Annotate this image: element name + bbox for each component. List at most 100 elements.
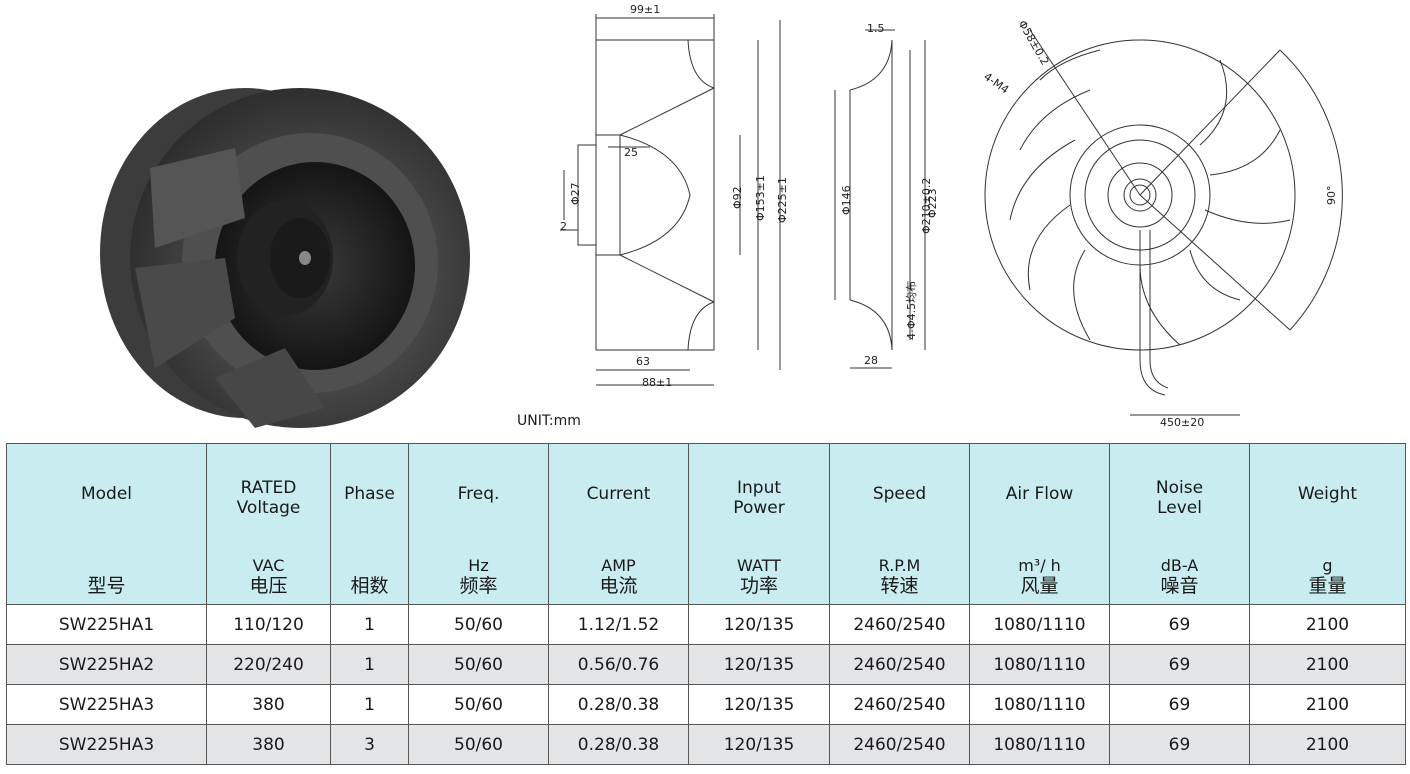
ring-holes: 4-Φ4.5均布 <box>905 281 918 340</box>
header-title-line: Level <box>1157 498 1202 518</box>
header-title: Weight <box>1250 484 1405 504</box>
table-cell: 380 <box>206 724 331 765</box>
header-cn: 重量 <box>1308 575 1347 597</box>
dim-hub-dia: Φ27 <box>569 182 582 205</box>
table-cell: 2100 <box>1249 644 1406 685</box>
table-cell: 3 <box>330 724 409 765</box>
table-cell: 69 <box>1109 684 1250 725</box>
header-title-line: Speed <box>872 484 927 504</box>
table-cell: 120/135 <box>688 684 830 725</box>
table-cell: 1.12/1.52 <box>548 604 689 645</box>
table-cell: 120/135 <box>688 644 830 685</box>
front-pcd: Φ58±0.2 <box>1016 18 1052 67</box>
table-cell: 50/60 <box>408 724 549 765</box>
table-cell: 1 <box>330 604 409 645</box>
table-cell: 1080/1110 <box>969 604 1110 645</box>
header-title-line: Current <box>586 484 651 504</box>
header-unit: AMP <box>601 556 636 575</box>
table-cell: 1080/1110 <box>969 684 1110 725</box>
ring-inner-dia: Φ146 <box>840 185 853 215</box>
table-cell: 1 <box>330 644 409 685</box>
table-cell: SW225HA2 <box>6 644 207 685</box>
header-title-line: Noise <box>1155 478 1204 498</box>
dim-depth-inner: 63 <box>636 355 650 368</box>
header-title-line: Air Flow <box>1005 484 1074 504</box>
table-cell: 1080/1110 <box>969 644 1110 685</box>
table-cell: 50/60 <box>408 644 549 685</box>
ring-lip: 1.5 <box>867 22 885 35</box>
table-cell: 120/135 <box>688 724 830 765</box>
table-cell: 1080/1110 <box>969 724 1110 765</box>
table-cell: 1 <box>330 684 409 725</box>
header-title-line: Weight <box>1297 484 1358 504</box>
table-cell: SW225HA3 <box>6 684 207 725</box>
table-cell: 2460/2540 <box>829 644 970 685</box>
header-title-line: Voltage <box>236 498 301 518</box>
table-cell: 2460/2540 <box>829 684 970 725</box>
header-cn: 电压 <box>249 575 288 597</box>
header-unit: WATT <box>737 556 781 575</box>
header-cn: 功率 <box>739 575 778 597</box>
header-title: Speed <box>830 484 969 504</box>
fan-product-photo <box>100 88 470 428</box>
header-title: Model <box>7 484 206 504</box>
front-thread: 4-M4 <box>981 70 1011 96</box>
ring-outer-dia: Φ223 <box>926 188 939 218</box>
header-title-line: Power <box>733 498 785 518</box>
table-cell: 2100 <box>1249 724 1406 765</box>
table-cell: 380 <box>206 684 331 725</box>
header-title: Current <box>549 484 688 504</box>
header-unit: Hz <box>468 556 489 575</box>
header-unit: g <box>1322 556 1333 575</box>
header-unit: dB-A <box>1160 556 1199 575</box>
table-cell: 2100 <box>1249 604 1406 645</box>
front-lead-len: 450±20 <box>1160 416 1204 429</box>
ring-depth: 28 <box>864 354 878 367</box>
dim-width-top: 99±1 <box>630 3 660 16</box>
header-cn: 频率 <box>459 575 498 597</box>
table-cell: 69 <box>1109 644 1250 685</box>
table-cell: 2100 <box>1249 684 1406 725</box>
table-cell: SW225HA3 <box>6 724 207 765</box>
table-cell: 120/135 <box>688 604 830 645</box>
dim-motor-dia: Φ92 <box>731 186 744 209</box>
front-angle: 90° <box>1325 186 1338 206</box>
table-cell: 69 <box>1109 604 1250 645</box>
unit-label: UNIT:mm <box>517 413 581 429</box>
header-title: Air Flow <box>970 484 1109 504</box>
header-title-line: Phase <box>344 484 395 504</box>
table-cell: 0.56/0.76 <box>548 644 689 685</box>
header-cn: 电流 <box>599 575 638 597</box>
header-unit: m³/ h <box>1018 556 1061 575</box>
header-unit: R.P.M <box>878 556 921 575</box>
table-cell: 50/60 <box>408 684 549 725</box>
header-cn: 转速 <box>880 575 919 597</box>
table-cell: 0.28/0.38 <box>548 684 689 725</box>
header-cn: 型号 <box>87 575 126 597</box>
table-cell: 50/60 <box>408 604 549 645</box>
header-cell: Model 型号 <box>6 443 207 605</box>
dim-outer-dia: Φ225±1 <box>776 177 789 223</box>
header-title-line: Input <box>736 478 782 498</box>
header-title-line: Model <box>80 484 133 504</box>
table-cell: SW225HA1 <box>6 604 207 645</box>
header-title: Phase <box>331 484 408 504</box>
dim-mount-dia: Φ153±1 <box>754 175 767 221</box>
header-title: Freq. <box>409 484 548 504</box>
